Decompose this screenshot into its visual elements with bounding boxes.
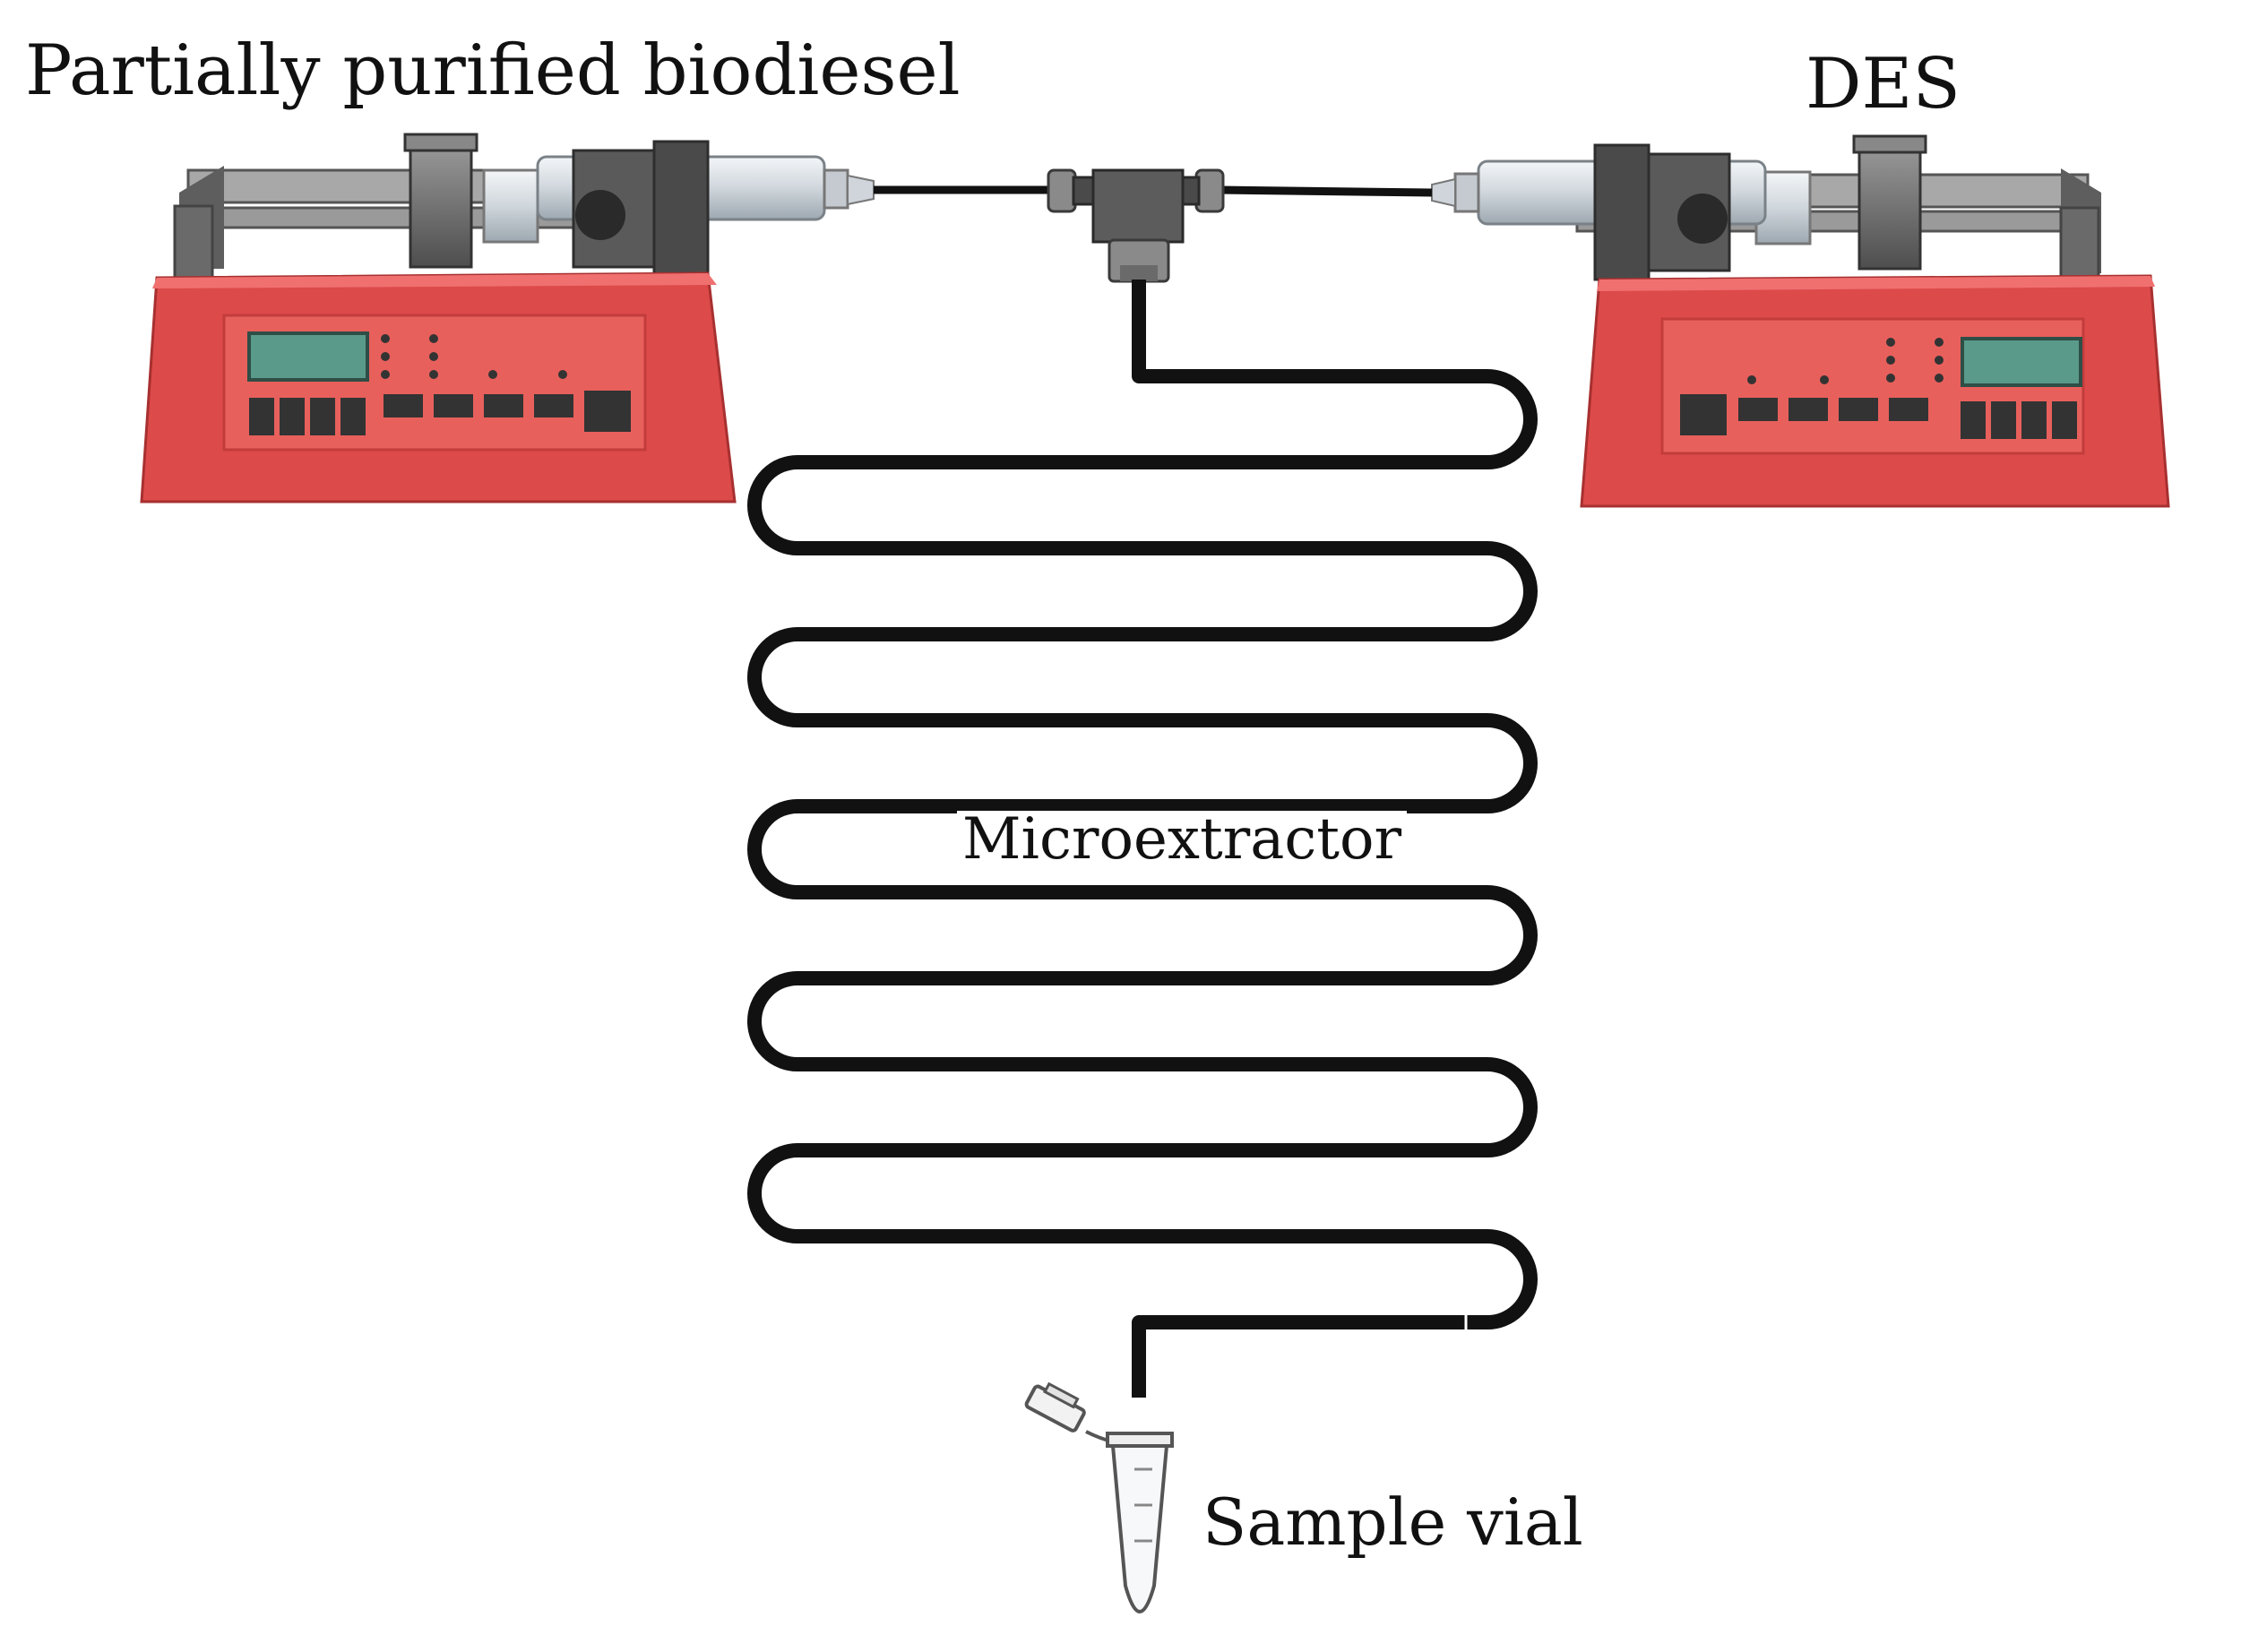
right-syringe-pump (1431, 134, 2170, 508)
des-pump-label: DES (1806, 44, 1961, 125)
biodiesel-pump-label: Partially purified biodiesel (25, 30, 961, 111)
sample-vial (1024, 1381, 1174, 1613)
left-pump-buttons (249, 334, 631, 435)
right-pump-buttons (1680, 338, 2077, 439)
sample-vial-label: Sample vial (1202, 1484, 1583, 1560)
microextractor-label: Microextractor (957, 811, 1408, 868)
feed-tubing (874, 185, 1433, 197)
coil-tubing (747, 280, 1538, 1398)
microextractor-coil (747, 280, 1538, 1398)
t-connector (1047, 168, 1225, 283)
left-syringe-pump (140, 133, 875, 503)
